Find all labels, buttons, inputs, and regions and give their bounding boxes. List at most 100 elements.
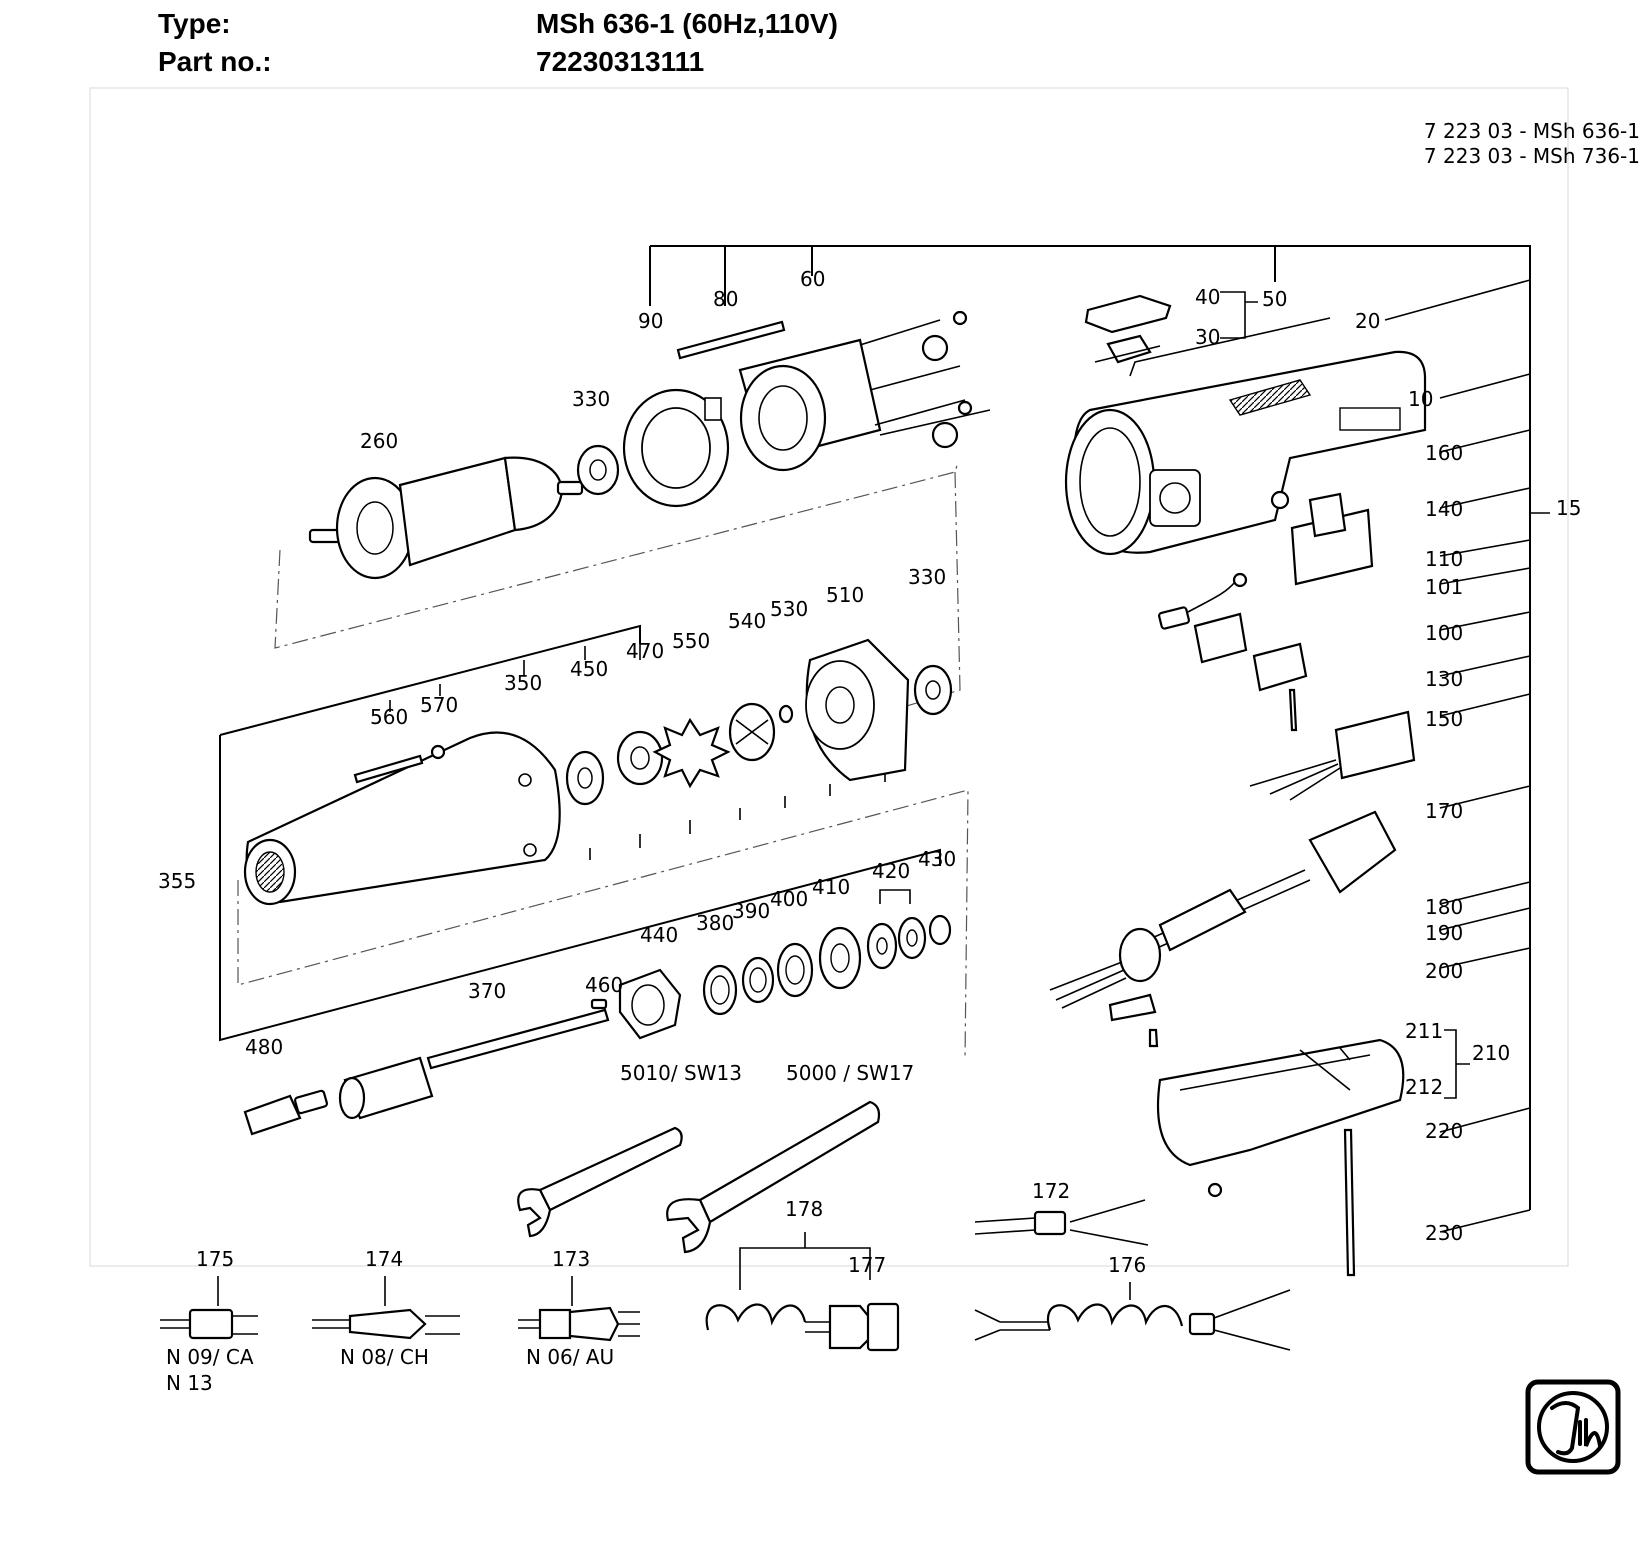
part-number-label: Part no.:	[158, 46, 272, 77]
handle-cover-210	[1156, 1038, 1405, 1167]
flange-510	[805, 638, 910, 782]
coupling-550	[652, 717, 731, 789]
switch-rod-20	[1129, 317, 1331, 377]
callout-60: 60	[800, 267, 825, 291]
callout-510: 510	[826, 583, 864, 607]
plug-174	[312, 1308, 460, 1340]
brush-holder-101	[1193, 612, 1248, 664]
callout-130: 130	[1425, 667, 1463, 691]
callout-80: 80	[713, 287, 738, 311]
bearing-330-right	[913, 664, 953, 716]
coiled-cable-178	[705, 1302, 900, 1352]
callout-40: 40	[1195, 285, 1220, 309]
callout-wrench-sw13: 5010/ SW13	[620, 1061, 742, 1085]
callout-530: 530	[770, 597, 808, 621]
screw-160	[1270, 490, 1290, 510]
callout-450: 450	[570, 657, 608, 681]
spindle-370	[338, 1008, 610, 1120]
drawing-frame	[89, 87, 1569, 1267]
callout-330-top: 330	[572, 387, 610, 411]
drawing-reference-2: 7 223 03 - MSh 736-1	[1424, 144, 1640, 168]
screw-560	[353, 754, 424, 784]
callout-labels: 10 15 20 30 40 50 60 80 90 100 101 110 1…	[158, 267, 1581, 1277]
fan-guide-90	[622, 388, 730, 508]
wrench-sw17	[666, 1100, 881, 1254]
cable-clamp-190	[1108, 993, 1157, 1022]
switch-140	[1290, 492, 1374, 586]
callout-230: 230	[1425, 1221, 1463, 1245]
plug-173	[518, 1306, 640, 1342]
callout-200: 200	[1425, 959, 1463, 983]
callout-180: 180	[1425, 895, 1463, 919]
bearing-410	[818, 926, 862, 990]
pin-530	[778, 704, 794, 724]
callout-177: 177	[848, 1253, 886, 1277]
plug-code-n13: N 13	[166, 1371, 213, 1395]
spindle-housing-355	[243, 731, 561, 906]
callout-330-right: 330	[908, 565, 946, 589]
callout-100: 100	[1425, 621, 1463, 645]
callout-570: 570	[420, 693, 458, 717]
callout-211: 211	[1405, 1019, 1443, 1043]
callout-560: 560	[370, 705, 408, 729]
callout-390: 390	[732, 899, 770, 923]
screw-220	[1207, 1182, 1223, 1198]
callout-550: 550	[672, 629, 710, 653]
callout-190: 190	[1425, 921, 1463, 945]
callout-176: 176	[1108, 1253, 1146, 1277]
callout-540: 540	[728, 609, 766, 633]
screw-130	[1288, 688, 1298, 732]
fein-logo	[1525, 1379, 1621, 1475]
field-coil-60	[738, 310, 991, 472]
type-value: MSh 636-1 (60Hz,110V)	[536, 8, 838, 39]
callout-420: 420	[872, 859, 910, 883]
callout-10: 10	[1408, 387, 1433, 411]
wrench-sw13	[517, 1126, 683, 1238]
callout-30: 30	[1195, 325, 1220, 349]
cable-172	[974, 1199, 1149, 1246]
carbon-brush-110	[1158, 572, 1248, 630]
callout-430: 430	[918, 847, 956, 871]
nut-440	[618, 968, 682, 1040]
circlip-430	[928, 914, 952, 946]
bracket-gear-head-group	[219, 624, 941, 1042]
washer-420b	[897, 916, 927, 960]
callout-150: 150	[1425, 707, 1463, 731]
gear-470	[616, 730, 664, 786]
bracket-housing-group	[650, 245, 1531, 1210]
part-number-value: 72230313111	[536, 46, 705, 77]
callout-210: 210	[1472, 1041, 1510, 1065]
screw-80	[676, 320, 786, 360]
screw-230	[1343, 1128, 1356, 1277]
screw-200	[1148, 1028, 1159, 1048]
bearing-450	[565, 750, 605, 806]
plug-code-au: N 06/ AU	[526, 1345, 614, 1369]
callout-460: 460	[585, 973, 623, 997]
bearing-330-top	[576, 444, 620, 496]
washer-570	[430, 744, 446, 760]
callout-370: 370	[468, 979, 506, 1003]
callout-355: 355	[158, 869, 196, 893]
callout-470: 470	[626, 639, 664, 663]
callout-110: 110	[1425, 547, 1463, 571]
washer-390	[741, 956, 775, 1004]
callout-400: 400	[770, 887, 808, 911]
callout-175: 175	[196, 1247, 234, 1271]
plug-175	[160, 1308, 258, 1340]
callout-178: 178	[785, 1197, 823, 1221]
callout-50: 50	[1262, 287, 1287, 311]
type-label: Type:	[158, 8, 231, 39]
callout-440: 440	[640, 923, 678, 947]
spacer-400	[776, 942, 814, 998]
clutch-540	[728, 702, 776, 762]
callout-101: 101	[1425, 575, 1463, 599]
motor-housing-10	[1064, 350, 1427, 556]
callout-173: 173	[552, 1247, 590, 1271]
callout-wrench-sw17: 5000 / SW17	[786, 1061, 914, 1085]
plug-code-ca: N 09/ CA	[166, 1345, 254, 1369]
callout-160: 160	[1425, 441, 1463, 465]
callout-170: 170	[1425, 799, 1463, 823]
callout-90: 90	[638, 309, 663, 333]
callout-380: 380	[696, 911, 734, 935]
